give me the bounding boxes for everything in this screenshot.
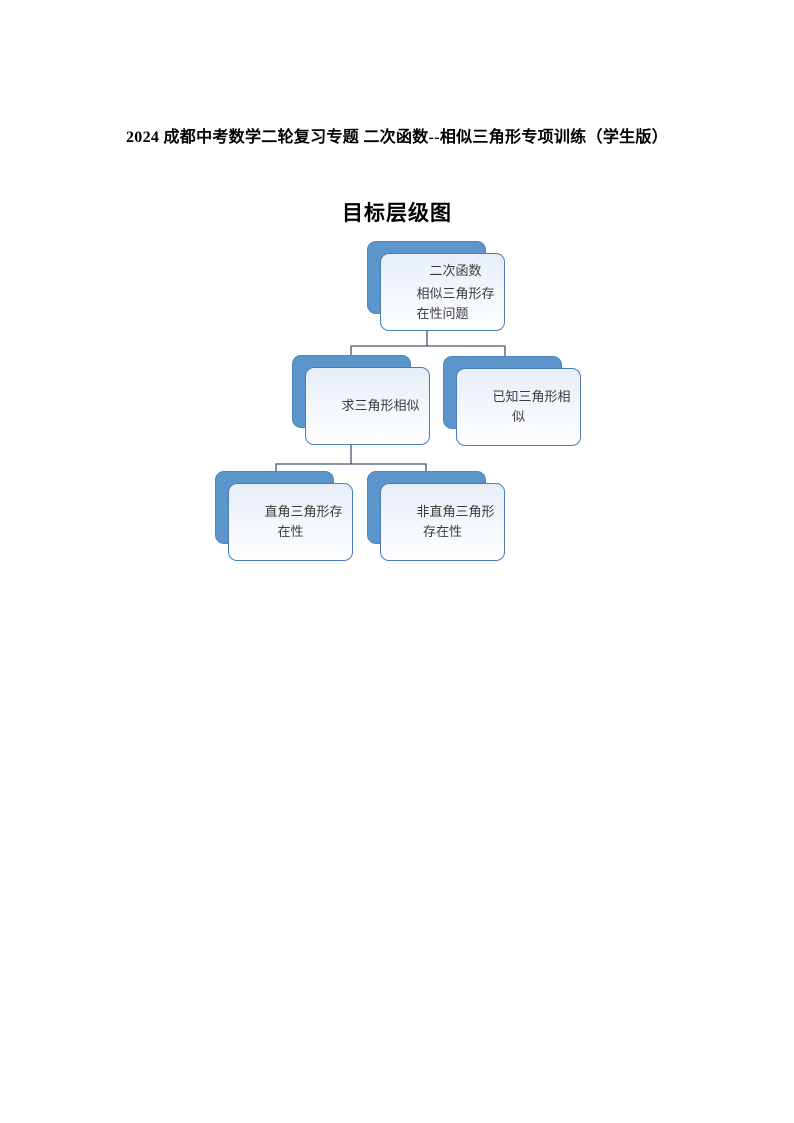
diagram-node-find-similar: 求三角形相似 [292,355,430,445]
node-label: 直角三角形存在性 [264,504,343,539]
diagram-node-root: 二次函数 相似三角形存在性问题 [367,241,505,331]
node-card: 直角三角形存在性 [228,483,353,561]
connector-edge [350,345,506,360]
node-card: 非直角三角形存在性 [380,483,505,561]
node-label: 二次函数 [429,262,482,278]
node-card: 二次函数 相似三角形存在性问题 [380,253,505,331]
document-title: 2024 成都中考数学二轮复习专题 二次函数--相似三角形专项训练（学生版） [125,129,669,146]
diagram-node-right-triangle-existence: 直角三角形存在性 [215,471,353,561]
node-card: 求三角形相似 [305,367,430,445]
node-label: 非直角三角形存在性 [416,504,495,539]
diagram-node-non-right-triangle-existence: 非直角三角形存在性 [367,471,505,561]
node-label: 已知三角形相似 [492,389,571,424]
node-label: 求三角形相似 [341,398,420,413]
node-label: 相似三角形存在性问题 [416,285,495,321]
node-card: 已知三角形相似 [456,368,581,446]
section-heading: 目标层级图 [342,202,452,225]
diagram-node-known-similar: 已知三角形相似 [443,356,581,446]
